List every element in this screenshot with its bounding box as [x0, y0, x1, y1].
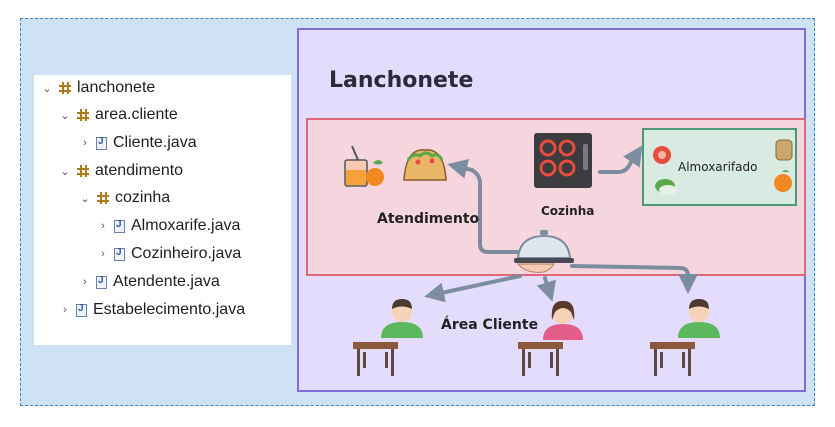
chevron-right-icon[interactable]: › — [101, 220, 105, 232]
chevron-down-icon[interactable]: ⌄ — [42, 82, 52, 95]
client-avatar-middle — [543, 300, 583, 340]
bread-icon — [775, 139, 793, 161]
tree-item-label: area.cliente — [95, 106, 178, 123]
package-icon — [96, 191, 110, 205]
tree-item-label: Atendente.java — [113, 273, 220, 290]
almoxarifado-label: Almoxarifado — [678, 160, 758, 174]
tree-item-label: atendimento — [95, 162, 184, 179]
package-icon — [58, 81, 72, 95]
java-file-icon — [114, 219, 125, 233]
tree-item-cozinheiro-java[interactable]: › Cozinheiro.java — [96, 243, 241, 265]
tray-icon — [514, 230, 574, 273]
chevron-right-icon[interactable]: › — [63, 304, 67, 316]
tree-item-label: lanchonete — [77, 79, 156, 96]
package-icon — [76, 108, 90, 122]
tree-item-cozinha[interactable]: ⌄ cozinha — [78, 187, 170, 209]
tree-item-estabelecimento-java[interactable]: › Estabelecimento.java — [58, 299, 245, 321]
arrow-tray-to-right-client — [570, 264, 698, 294]
tree-item-label: Cliente.java — [113, 134, 197, 151]
chevron-down-icon[interactable]: ⌄ — [60, 109, 70, 122]
tree-item-almoxarife-java[interactable]: › Almoxarife.java — [96, 215, 240, 237]
arrows — [424, 145, 698, 303]
lettuce-icon — [655, 179, 677, 195]
tomato-icon — [653, 146, 671, 164]
table-right — [650, 342, 695, 376]
client-avatar-right — [678, 299, 720, 338]
package-explorer: ⌄ lanchonete ⌄ area.cliente › Cliente.ja… — [34, 75, 291, 345]
orange-icon — [774, 170, 792, 192]
chevron-right-icon[interactable]: › — [83, 276, 87, 288]
chevron-right-icon[interactable]: › — [83, 137, 87, 149]
atendimento-label: Atendimento — [377, 211, 480, 227]
arrow-cozinha-to-almoxarifado — [598, 145, 643, 174]
arrow-tray-to-middle-client — [536, 276, 556, 302]
tree-item-label: Cozinheiro.java — [131, 245, 242, 262]
package-icon — [76, 164, 90, 178]
area-cliente-label: Área Cliente — [441, 317, 539, 333]
chevron-down-icon[interactable]: ⌄ — [60, 165, 70, 178]
client-avatar-left — [381, 299, 423, 338]
tree-item-lanchonete[interactable]: ⌄ lanchonete — [40, 77, 155, 99]
tree-item-label: cozinha — [115, 189, 171, 206]
table-middle — [518, 342, 563, 376]
taco-icon — [403, 149, 447, 181]
diagram-title: Lanchonete — [329, 68, 474, 93]
arrow-tray-to-left-client — [424, 274, 522, 303]
tree-item-label: Almoxarife.java — [131, 217, 241, 234]
chevron-down-icon[interactable]: ⌄ — [80, 192, 90, 205]
arrow-tray-to-atendimento — [447, 159, 520, 254]
tree-item-atendente-java[interactable]: › Atendente.java — [78, 271, 220, 293]
tree-item-cliente-java[interactable]: › Cliente.java — [78, 132, 197, 154]
java-file-icon — [76, 303, 87, 317]
table-left — [353, 342, 398, 376]
tree-item-label: Estabelecimento.java — [93, 301, 246, 318]
drink-icon — [344, 145, 384, 187]
chevron-right-icon[interactable]: › — [101, 248, 105, 260]
java-file-icon — [96, 136, 107, 150]
cozinha-label: Cozinha — [541, 204, 595, 218]
stove-icon — [534, 133, 592, 188]
tree-item-area-cliente[interactable]: ⌄ area.cliente — [58, 104, 178, 126]
java-file-icon — [96, 275, 107, 289]
java-file-icon — [114, 247, 125, 261]
tree-item-atendimento[interactable]: ⌄ atendimento — [58, 160, 183, 182]
